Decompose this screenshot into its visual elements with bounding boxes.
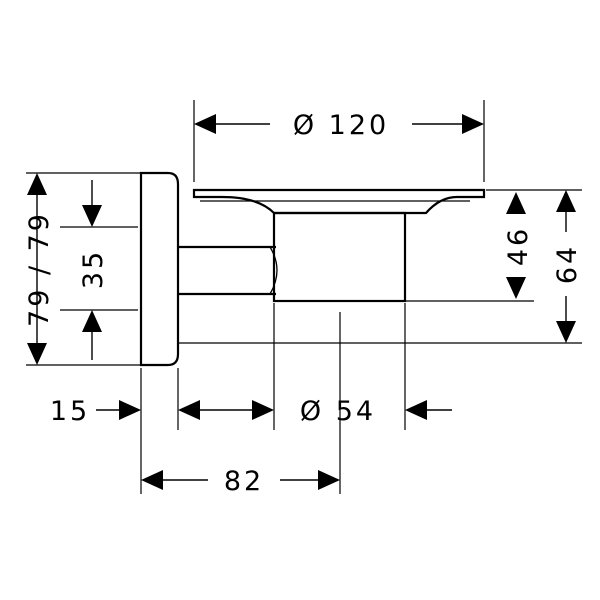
soap-dish-part bbox=[139, 171, 486, 367]
dim-label-projection: 82 bbox=[224, 466, 264, 497]
holder-cup bbox=[272, 211, 407, 303]
dimension-marks bbox=[27, 114, 576, 490]
extension-lines bbox=[26, 100, 582, 494]
dim-label-bottom-diameter: Ø 54 bbox=[300, 396, 376, 427]
dim-label-plate-height: 79 / 79 bbox=[24, 211, 55, 327]
dim-label-wall-thickness: 15 bbox=[50, 396, 90, 427]
dish-tray bbox=[192, 188, 486, 215]
dim-label-mount-spacing: 35 bbox=[78, 249, 109, 289]
arm-joint bbox=[269, 246, 278, 295]
connecting-arm bbox=[178, 245, 276, 296]
wall-plate bbox=[139, 171, 180, 367]
dim-label-overall-depth: 64 bbox=[552, 244, 583, 284]
dim-label-top-diameter: Ø 120 bbox=[293, 110, 389, 141]
dim-label-cup-depth: 46 bbox=[503, 226, 534, 266]
